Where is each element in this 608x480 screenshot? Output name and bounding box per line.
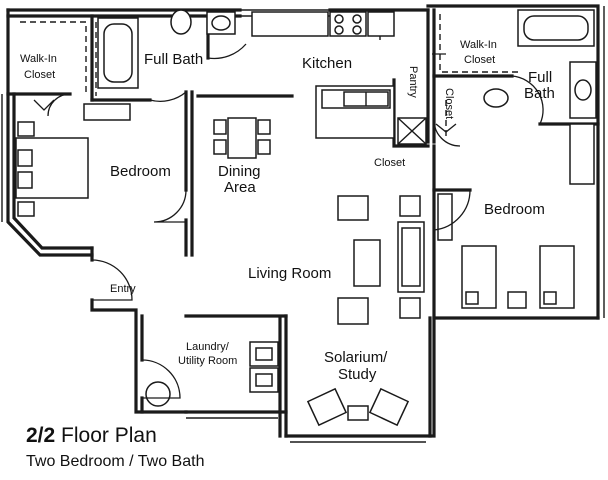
label-bedroom-right: Bedroom [484, 201, 545, 218]
fixtures [15, 9, 597, 427]
toilet-left [170, 9, 192, 35]
solarium-table [347, 405, 369, 421]
bed-left [15, 137, 89, 199]
label-walkin-left-2: Closet [24, 69, 55, 81]
water-heater [145, 381, 171, 407]
label-dining: Dining [218, 163, 261, 180]
wardrobe-right [569, 123, 595, 185]
coffee-table [353, 239, 381, 287]
plan-subtitle: Two Bedroom / Two Bath [26, 453, 205, 470]
label-closet-vertical: Closet [443, 88, 455, 119]
label-walkin-right-2: Closet [464, 54, 495, 66]
fridge [367, 11, 395, 37]
label-full-bath-left: Full Bath [144, 51, 203, 68]
label-living-room: Living Room [248, 265, 331, 282]
twin-bed-1 [461, 245, 497, 309]
label-dining-2: Area [224, 179, 256, 196]
label-laundry-2: Utility Room [178, 355, 237, 367]
label-full-bath-right-2: Bath [524, 85, 555, 102]
label-full-bath-right: Full [528, 69, 552, 86]
plan-title: 2/2 Floor Plan [26, 424, 157, 448]
dresser-left [83, 103, 131, 121]
label-kitchen: Kitchen [302, 55, 352, 72]
plan-title-bold: 2/2 [26, 424, 56, 447]
label-laundry: Laundry/ [186, 341, 230, 353]
label-solarium-2: Study [338, 366, 377, 383]
label-closet-center: Closet [374, 157, 405, 169]
label-walkin-left: Walk-In [20, 53, 57, 65]
room-labels: Walk-In Closet Full Bath Kitchen Pantry … [20, 39, 555, 383]
solarium-chair-right [368, 387, 410, 427]
label-bedroom-left: Bedroom [110, 163, 171, 180]
desk-right [437, 193, 453, 241]
label-entry: Entry [110, 283, 136, 295]
toilet-right [483, 88, 509, 108]
label-pantry: Pantry [407, 66, 419, 98]
label-walkin-right: Walk-In [460, 39, 497, 51]
plan-title-rest: Floor Plan [55, 424, 157, 447]
armchair-top [337, 195, 369, 221]
solarium-chair-left [306, 387, 348, 427]
nightstand [507, 291, 527, 309]
walls [6, 4, 600, 438]
door-swings [33, 43, 544, 399]
armchair-bottom [337, 297, 369, 325]
kitchen-counter-top [251, 11, 329, 37]
label-solarium: Solarium/ [324, 349, 388, 366]
dining-table [227, 117, 257, 159]
